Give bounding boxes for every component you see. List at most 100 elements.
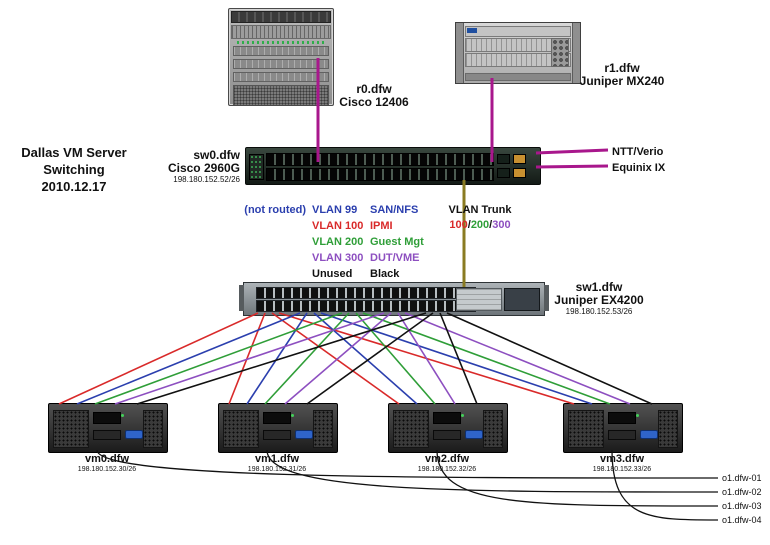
device-name: vm0.dfw xyxy=(84,453,129,465)
link-sw0-ntt xyxy=(535,148,609,155)
rack-ear xyxy=(239,285,244,311)
power-led xyxy=(461,414,464,417)
link-vlan99-vm2 xyxy=(313,312,418,405)
vm1-label: vm1.dfw 198.180.152.31/26 xyxy=(218,453,336,474)
vga-port xyxy=(640,430,658,439)
chassis-card-row xyxy=(231,25,331,39)
server-drive-bay xyxy=(433,430,461,440)
device-ip: 198.180.152.32/26 xyxy=(417,466,477,473)
r1-label: r1.dfw Juniper MX240 xyxy=(572,62,672,88)
server-vent xyxy=(568,410,604,448)
uplink-port xyxy=(497,154,510,164)
server-drive-bay xyxy=(608,430,636,440)
status-led-panel xyxy=(249,154,264,180)
link-vlan300-vm0 xyxy=(114,312,385,405)
diagram-title: Dallas VM Server Switching 2010.12.17 xyxy=(6,144,142,195)
link-unused-vm0 xyxy=(136,312,427,405)
uplink-port xyxy=(497,168,510,178)
power-led xyxy=(636,414,639,417)
link-vlan99-vm0 xyxy=(76,312,301,405)
server-vm1-image xyxy=(218,403,338,453)
title-line: Dallas VM Server xyxy=(21,145,127,160)
trunk-vlan: 100 xyxy=(449,219,468,231)
server-vent xyxy=(658,410,678,448)
uplink-module xyxy=(504,288,540,311)
fan-tray xyxy=(551,38,569,67)
link-vlan100-vm0 xyxy=(58,312,259,405)
trunk-vlan: 300 xyxy=(492,219,511,231)
trunk-vlan: 200 xyxy=(470,219,490,231)
link-vlan99-vm1 xyxy=(246,312,308,405)
legend-use: SAN/NFS xyxy=(370,204,419,216)
legend-vlan: VLAN 100 xyxy=(312,220,364,232)
power-led xyxy=(121,414,124,417)
device-model: Cisco 12406 xyxy=(339,95,409,109)
router-r0-image xyxy=(228,8,334,106)
vga-port xyxy=(125,430,143,439)
link-vlan300-vm2 xyxy=(397,312,456,405)
device-name: vm3.dfw xyxy=(599,453,644,465)
console-label: o1.dfw-02 xyxy=(722,487,762,497)
uplink-port xyxy=(513,154,526,164)
server-vm2-image xyxy=(388,403,508,453)
vm2-label: vm2.dfw 198.180.152.32/26 xyxy=(388,453,506,474)
link-unused-vm3 xyxy=(446,312,653,405)
rack-rail xyxy=(572,23,580,83)
legend-use: DUT/VME xyxy=(370,252,420,264)
chassis-slot xyxy=(233,59,329,69)
device-name: sw0.dfw xyxy=(193,148,240,162)
sw0-label: sw0.dfw Cisco 2960G 198.180.152.52/26 xyxy=(128,148,240,185)
trunk-vlans: 100/200/300 xyxy=(442,218,518,233)
link-vlan100-vm3 xyxy=(278,312,575,405)
link-vlan200-vm3 xyxy=(362,312,611,405)
trunk-title: VLAN Trunk xyxy=(448,204,512,216)
chassis-top-panel xyxy=(231,11,331,23)
console-label: o1.dfw-03 xyxy=(722,501,762,511)
legend-row: (not routed) VLAN 99 SAN/NFS xyxy=(240,202,424,218)
juniper-logo xyxy=(467,28,477,33)
link-unused-vm2 xyxy=(439,312,478,405)
server-ports xyxy=(608,412,636,424)
link-vlan300-vm3 xyxy=(404,312,631,405)
device-name: r1.dfw xyxy=(604,61,640,75)
legend-vlan: VLAN 99 xyxy=(312,204,358,216)
server-ports xyxy=(433,412,461,424)
link-unused-vm1 xyxy=(306,312,434,405)
router-top-row xyxy=(465,26,571,37)
server-vent xyxy=(223,410,259,448)
device-model: Cisco 2960G xyxy=(167,161,240,175)
vga-port xyxy=(295,430,313,439)
console-label: o1.dfw-01 xyxy=(722,473,762,483)
vga-port xyxy=(465,430,483,439)
r0-label: r0.dfw Cisco 12406 xyxy=(330,83,418,109)
ports-row xyxy=(256,300,476,312)
device-name: r0.dfw xyxy=(356,82,392,96)
device-name: vm2.dfw xyxy=(424,453,469,465)
uplink-label-equinix: Equinix IX xyxy=(612,162,666,174)
ports-row xyxy=(266,168,494,181)
vm0-label: vm0.dfw 198.180.152.30/26 xyxy=(48,453,166,474)
device-ip: 198.180.152.30/26 xyxy=(77,466,137,473)
legend-prefix: (not routed) xyxy=(244,204,306,216)
uplink-label-ntt: NTT/Verio xyxy=(612,146,664,158)
legend-use: Black xyxy=(370,268,400,280)
server-vm3-image xyxy=(563,403,683,453)
link-vlan200-vm2 xyxy=(355,312,436,405)
sw1-label: sw1.dfw Juniper EX4200 198.180.152.53/26 xyxy=(546,280,652,317)
switch-sw1-image xyxy=(239,282,549,316)
rack-rail xyxy=(456,23,464,83)
legend-vlan: VLAN 200 xyxy=(312,236,364,248)
server-vent xyxy=(143,410,163,448)
console-label: o1.dfw-04 xyxy=(722,515,762,525)
router-card-row xyxy=(465,38,571,52)
device-name: vm1.dfw xyxy=(254,453,299,465)
title-line: 2010.12.17 xyxy=(41,179,107,194)
chassis-led-strip xyxy=(237,41,325,44)
server-ports xyxy=(93,412,121,424)
device-name: sw1.dfw xyxy=(575,280,623,294)
power-led xyxy=(291,414,294,417)
device-ip: 198.180.152.31/26 xyxy=(247,466,307,473)
